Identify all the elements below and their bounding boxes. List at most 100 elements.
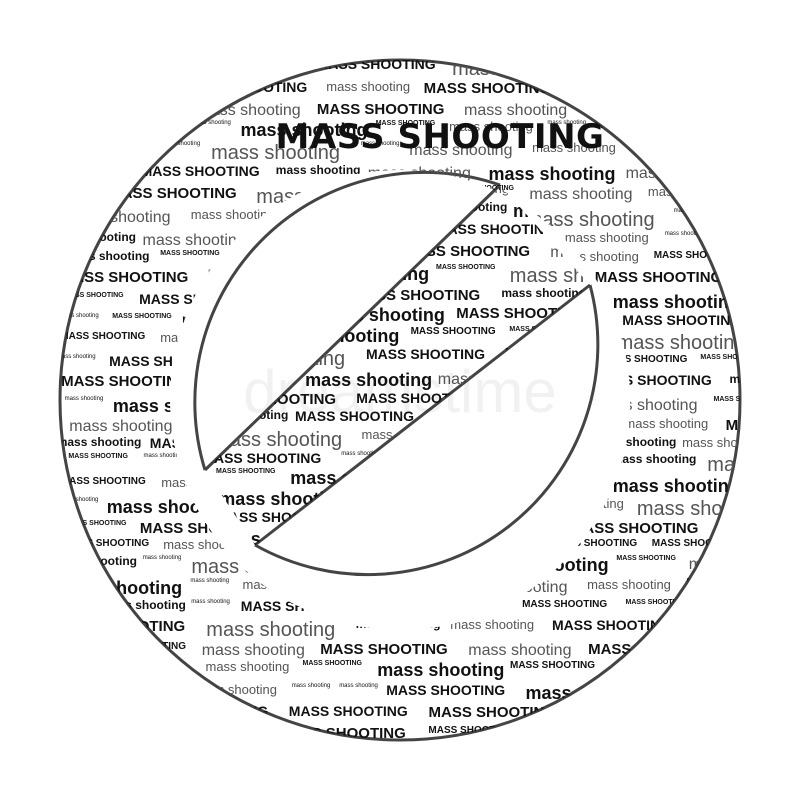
word-cloud-item: MASS SHOOTING [726, 417, 800, 434]
word-cloud-item: MASS SHOOTING [109, 353, 228, 369]
word-cloud-item: mass shooting [612, 452, 697, 466]
word-cloud-item: MASS SHOOTING [61, 476, 146, 487]
word-cloud-item: MASS SHOOTING [317, 101, 445, 118]
word-cloud-item: mass shooting [730, 372, 800, 386]
word-cloud-item: MASS SHOOTING [734, 641, 794, 648]
word-cloud-item: mass shooting [193, 682, 277, 697]
word-cloud-item: mass shooting [624, 416, 708, 431]
word-cloud-item: MASS SHOOTING [160, 250, 220, 257]
word-cloud-item: MASS SHOOTING [748, 476, 800, 487]
word-cloud-item: mass shooting [482, 555, 609, 575]
word-cloud-item: MASS SHOOTING [479, 330, 598, 346]
word-cloud-item: MASS SHOOTING [67, 520, 127, 527]
word-cloud-item: mass shooting [191, 207, 275, 222]
word-cloud-item: mass shooting [750, 537, 800, 552]
word-cloud-item: mass shooting [158, 726, 261, 743]
word-cloud-item: MASS SHOOTING [391, 578, 451, 585]
word-cloud-item: mass shooting [66, 724, 151, 738]
word-cloud-item: MASS SHOOTING [687, 578, 747, 585]
word-cloud-item: mass shooting [69, 418, 172, 435]
word-cloud-item: mass shooting [757, 577, 800, 591]
word-cloud-item: mass shooting [292, 683, 331, 689]
word-cloud-item: MASS SHOOTING [64, 538, 149, 549]
word-cloud-item: MASS SHOOTING [705, 141, 800, 158]
word-cloud-item: mass shooting [377, 660, 504, 680]
word-cloud-item: MASS SHOOTING [595, 269, 723, 286]
word-cloud-item: MASS SHOOTING [60, 331, 145, 342]
word-cloud-item: MASS SHOOTING [552, 617, 671, 633]
word-cloud-item: mass shooting [648, 184, 732, 199]
word-cloud-item: mass shooting [162, 141, 201, 147]
word-cloud-item: mass shooting [392, 454, 495, 471]
word-cloud-item: mass shooting [613, 476, 740, 496]
word-cloud-item: mass shooting [425, 745, 554, 767]
word-cloud-item: mass shooting [302, 264, 429, 284]
word-cloud-item: MASS SHOOTING [320, 641, 448, 658]
word-cloud-item: MASS SHOOTING [390, 497, 518, 514]
word-cloud-item: mass shooting [161, 475, 245, 490]
word-cloud-item: mass shooting [362, 427, 446, 442]
word-cloud-item: mass shooting [50, 703, 134, 718]
word-cloud-item: MASS SHOOTING [436, 221, 555, 237]
word-cloud-item: MASS SHOOTING [366, 346, 485, 362]
word-cloud-item: mass shooting [698, 704, 800, 724]
word-cloud-item: MASS SHOOTING [456, 305, 584, 322]
word-cloud-item: MASS SHOOTING [623, 725, 751, 742]
word-cloud-item: MASS SHOOTING [55, 682, 174, 698]
word-cloud-item: MASS SHOOTING [339, 551, 458, 567]
headline-text: MASS SHOOTING [276, 117, 605, 157]
word-cloud-item: mass shooting [664, 682, 749, 696]
word-cloud-item: MASS SHOOTING [616, 555, 676, 562]
word-cloud-item: mass shooting [695, 120, 800, 140]
word-cloud-item: MASS SHOOTING [453, 435, 572, 451]
word-cloud-item: mass shooting [565, 230, 649, 245]
word-cloud-item: MASS SHOOTING [386, 682, 505, 698]
word-cloud-item: mass shooting [603, 57, 642, 63]
word-cloud-item: MASS SHOOTING [495, 468, 623, 485]
word-cloud-item: mass shooting [65, 249, 150, 263]
word-cloud-item: mass shooting [617, 332, 746, 354]
word-cloud-item: MASS SHOOTING [475, 552, 535, 559]
word-cloud-item: mass shooting [206, 659, 290, 674]
word-cloud-item: mass shooting [587, 577, 671, 592]
word-cloud-item: mass shooting [208, 269, 247, 275]
word-cloud-item: mass shooting [342, 578, 381, 584]
word-cloud-item: mass shooting [529, 186, 632, 203]
word-cloud-item: mass shooting [532, 140, 616, 155]
word-cloud-item: MASS SHOOTING [139, 291, 258, 307]
word-cloud-item: mass shooting [578, 705, 681, 722]
word-cloud-item: mass shooting [191, 599, 230, 605]
word-cloud-item: mass shooting [52, 641, 91, 647]
word-cloud-item: MASS SHOOTING [201, 326, 261, 333]
word-cloud-item: MASS SHOOTING [652, 538, 737, 549]
word-cloud-item: mass shooting [526, 683, 653, 703]
word-cloud-item: mass shooting [613, 292, 740, 312]
word-cloud-item: mass shooting [51, 230, 136, 244]
word-cloud-item: mass shooting [67, 209, 170, 226]
word-cloud-item: mass shooting [339, 497, 378, 503]
word-cloud-item: MASS SHOOTING [712, 231, 772, 238]
word-cloud-item: mass shooting [554, 408, 639, 422]
word-cloud-item: MASS SHOOTING [278, 725, 406, 742]
word-cloud-item: MASS SHOOTING [505, 347, 590, 358]
word-cloud-item: mass shooting [113, 396, 240, 416]
word-cloud-item: mass shooting [60, 313, 99, 319]
word-cloud-item: mass shooting [479, 519, 564, 533]
word-cloud-item: mass shooting [191, 556, 320, 578]
word-cloud-item: mass shooting [450, 617, 534, 632]
word-cloud-item: MASS SHOOTING [109, 185, 237, 202]
word-cloud-item: MASS SHOOTING [424, 468, 484, 475]
word-cloud-item: MASS SHOOTING [352, 475, 471, 491]
word-cloud-item: mass shooting [576, 745, 705, 767]
word-cloud-item: mass shooting [202, 642, 305, 659]
word-cloud-item: mass shooting [361, 538, 400, 544]
word-cloud-item: MASS SHOOTING [217, 509, 336, 525]
word-cloud-item: mass shooting [201, 263, 285, 278]
word-cloud-item: mass shooting [452, 58, 581, 80]
word-cloud-item: MASS SHOOTING [378, 520, 463, 531]
word-cloud-item: MASS SHOOTING [492, 450, 611, 466]
word-cloud-item: mass shooting [755, 250, 794, 256]
word-cloud-item: mass shooting [547, 120, 586, 126]
word-cloud-item: MASS SHOOTING [61, 269, 189, 286]
word-cloud-item: mass shooting [574, 79, 658, 94]
